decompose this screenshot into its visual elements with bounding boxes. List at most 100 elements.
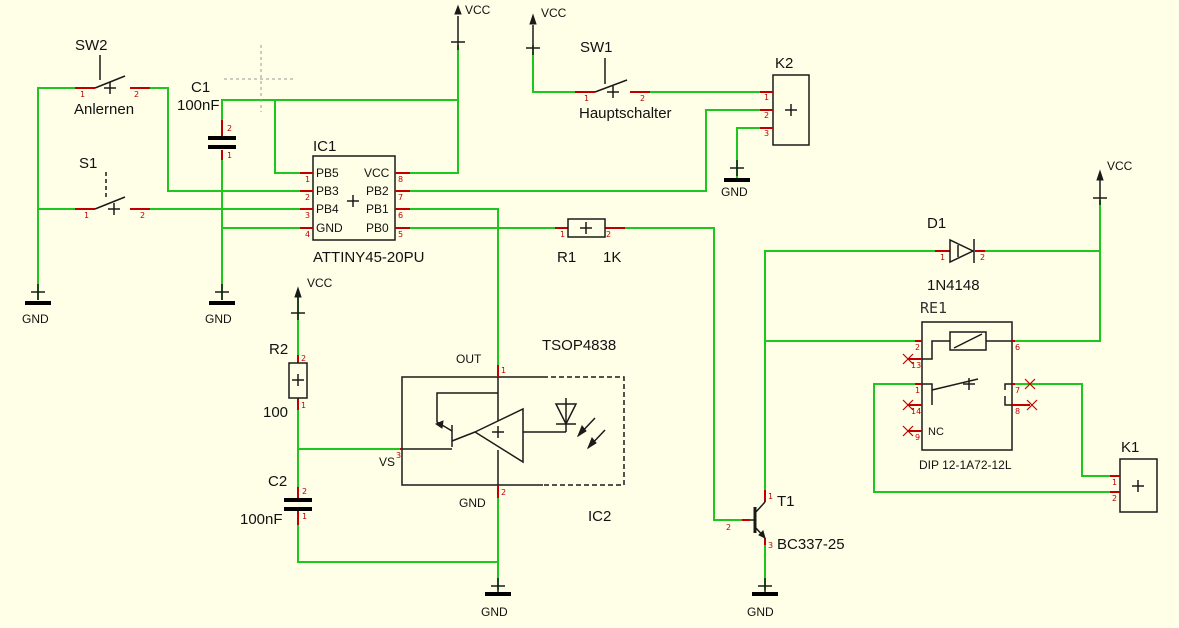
re1-ref: RE1 <box>920 299 947 317</box>
svg-text:3: 3 <box>768 541 773 550</box>
gnd-label-k2: GND <box>721 185 748 199</box>
vcc-arrow-ic1 <box>454 4 462 15</box>
c2-value: 100nF <box>240 511 283 528</box>
t1-ref: T1 <box>777 493 795 510</box>
k1-ref: K1 <box>1121 439 1139 456</box>
sw1-ref: SW1 <box>580 39 613 56</box>
gnd-label-tsop: GND <box>481 605 508 619</box>
ic1-pin-pb0: PB0 <box>366 221 389 235</box>
svg-text:6: 6 <box>1015 343 1020 352</box>
ic1-pin-pb5: PB5 <box>316 166 339 180</box>
wires <box>37 45 1110 590</box>
wire-sw2-left <box>37 87 75 300</box>
capacitor-c1: 2 1 C1 100nF <box>177 79 236 160</box>
switch-sw2: 1 2 SW2 Anlernen <box>74 37 150 118</box>
wire-pb2-k2 <box>410 109 760 192</box>
transistor-t1: 2 1 3 T1 BC337-25 <box>726 490 845 553</box>
k1-body <box>1119 458 1158 513</box>
svg-text:2: 2 <box>980 253 985 262</box>
ic1-value: ATTINY45-20PU <box>313 249 424 266</box>
svg-text:2: 2 <box>764 111 769 120</box>
wire-relay-vcc <box>1015 251 1101 342</box>
svg-text:1: 1 <box>84 211 89 220</box>
ic2-body <box>401 376 543 486</box>
svg-text:5: 5 <box>398 230 403 239</box>
svg-text:2: 2 <box>227 124 232 133</box>
svg-text:1: 1 <box>768 492 773 501</box>
svg-text:14: 14 <box>911 407 921 416</box>
svg-text:8: 8 <box>398 175 403 184</box>
re1-nc-label: NC <box>928 426 944 438</box>
svg-text:1: 1 <box>227 151 232 160</box>
svg-text:13: 13 <box>911 361 921 370</box>
sw2-value: Anlernen <box>74 101 134 118</box>
svg-text:4: 4 <box>305 230 310 239</box>
wire-c2-gnd <box>297 525 498 563</box>
svg-text:2: 2 <box>301 354 306 363</box>
ic1-pin-pb1: PB1 <box>366 202 389 216</box>
wire-c1-top <box>221 99 458 120</box>
svg-text:2: 2 <box>640 94 645 103</box>
ic1-body <box>312 155 396 241</box>
svg-text:2: 2 <box>302 487 307 496</box>
c2-ref: C2 <box>268 473 287 490</box>
svg-text:1: 1 <box>764 93 769 102</box>
r1-value: 1K <box>603 249 621 266</box>
svg-text:1: 1 <box>915 386 920 395</box>
ic2-pin-vs: VS <box>379 455 395 469</box>
ic1-ref: IC1 <box>313 138 336 155</box>
svg-text:1: 1 <box>584 94 589 103</box>
vcc-arrow-sw1 <box>529 13 537 25</box>
relay-re1: RE1 DIP 12-1A72-12L NC 2 13 1 14 9 6 7 <box>902 299 1038 472</box>
connector-k2: 1 2 3 K2 <box>760 55 810 146</box>
wire-sw1-vcc <box>532 45 575 93</box>
ic2-pin-gnd: GND <box>459 496 486 510</box>
vcc-arrow-r2 <box>294 286 302 298</box>
svg-text:2: 2 <box>915 343 920 352</box>
switch-s1: 1 2 S1 <box>75 155 150 220</box>
switch-sw1: 1 2 SW1 Hauptschalter <box>575 39 672 122</box>
k2-ref: K2 <box>775 55 793 72</box>
svg-text:1: 1 <box>1112 478 1117 487</box>
svg-text:1: 1 <box>305 175 310 184</box>
r1-ref: R1 <box>557 249 576 266</box>
diode-d1: 1 2 D1 1N4148 <box>927 215 985 294</box>
connector-k1: 1 2 K1 <box>1110 439 1158 513</box>
vcc-label-ic1: VCC <box>465 3 491 17</box>
wire-pb5 <box>274 100 300 174</box>
ic2-pin-out: OUT <box>456 352 482 366</box>
svg-text:9: 9 <box>915 433 920 442</box>
svg-text:7: 7 <box>1015 386 1020 395</box>
gnd-label-t1: GND <box>747 605 774 619</box>
ic1-pin-pb4: PB4 <box>316 202 339 216</box>
power-symbols: GND GND GND GND GND VCC VCC VCC VCC <box>22 3 1133 619</box>
ic1-pin-pb2: PB2 <box>366 184 389 198</box>
ic1-pin-vcc: VCC <box>364 166 390 180</box>
wire-r1-t1 <box>625 227 742 521</box>
ic2-value: TSOP4838 <box>542 337 616 354</box>
wire-d1-vcc <box>985 200 1101 252</box>
svg-text:2: 2 <box>726 523 731 532</box>
ic2-ref: IC2 <box>588 508 611 525</box>
resistor-r2: 2 1 R2 100 <box>263 341 308 421</box>
ic1-pin-pb3: PB3 <box>316 184 339 198</box>
svg-text:3: 3 <box>396 451 401 460</box>
r2-ref: R2 <box>269 341 288 358</box>
svg-text:7: 7 <box>398 193 403 202</box>
sw1-value: Hauptschalter <box>579 105 672 122</box>
wire-relay-k1a <box>873 383 1110 493</box>
c1-value: 100nF <box>177 97 220 114</box>
gnd-label-c1: GND <box>205 312 232 326</box>
svg-text:2: 2 <box>134 90 139 99</box>
vcc-label-d1: VCC <box>1107 159 1133 173</box>
vcc-label-sw1: VCC <box>541 6 567 20</box>
svg-text:2: 2 <box>501 488 506 497</box>
d1-ref: D1 <box>927 215 946 232</box>
svg-text:8: 8 <box>1015 407 1020 416</box>
t1-value: BC337-25 <box>777 536 845 553</box>
wire-ic1-vcc <box>410 45 459 174</box>
sw2-ref: SW2 <box>75 37 108 54</box>
ir-receiver-ic2: 1 2 3 TSOP4838 OUT VS GND IC2 <box>379 337 625 525</box>
svg-text:1: 1 <box>80 90 85 99</box>
